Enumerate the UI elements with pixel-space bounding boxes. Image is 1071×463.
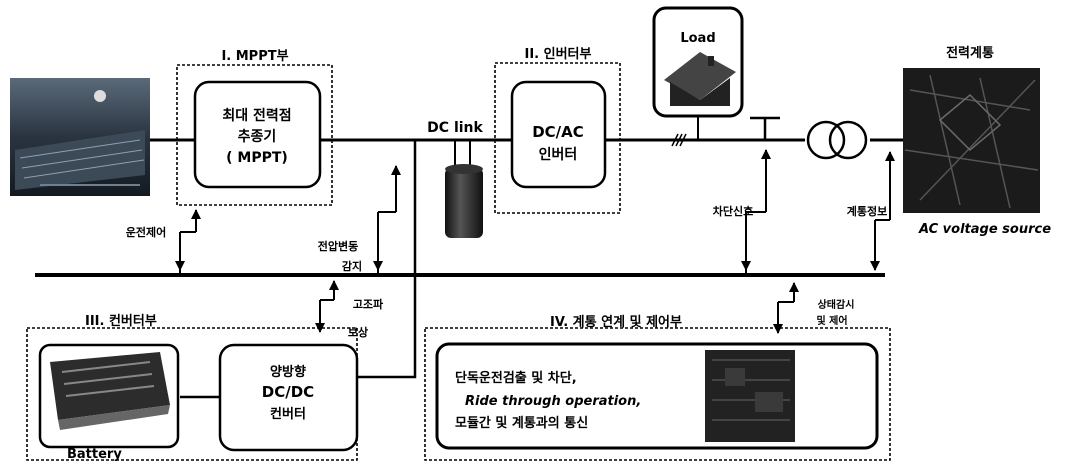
- breaker-switch: [750, 116, 780, 140]
- trip-signal-label: 차단신호: [713, 204, 753, 218]
- transformer-icon: [806, 120, 868, 160]
- dcdc-label-3: 컨버터: [270, 406, 306, 422]
- harmonic-label-1: 고조파: [353, 297, 384, 311]
- mppt-block: [193, 80, 322, 189]
- house-icon: [664, 52, 736, 106]
- power-grid-image: [903, 68, 1040, 213]
- battery-label: Battery: [67, 447, 122, 462]
- solar-panel-image: [10, 78, 150, 196]
- trip-signal-arrows: [741, 149, 771, 273]
- control-text-3: 모듈간 및 계통과의 통신: [455, 415, 588, 431]
- dcac-label-2: 인버터: [539, 146, 578, 163]
- mppt-label-2: 추종기: [238, 129, 277, 145]
- dc-link-label: DC link: [427, 120, 483, 136]
- status-label-2: 및 제어: [816, 314, 847, 327]
- harmonic-label-2: 보상: [348, 325, 368, 339]
- controller-board-image: [705, 350, 795, 442]
- status-label-1: 상태감시: [818, 298, 855, 311]
- voltage-monitor-label-2: 감지: [342, 259, 362, 273]
- converter-section-title: III. 컨버터부: [85, 313, 157, 329]
- dcdc-block: [218, 343, 359, 452]
- grid-info-arrows: [870, 151, 895, 271]
- dcac-label-1: DC/AC: [532, 123, 584, 141]
- voltage-monitor-arrows: [373, 165, 401, 273]
- dcac-block: [510, 80, 607, 189]
- grid-info-label: 계통정보: [847, 204, 887, 218]
- operation-control-arrows: [175, 209, 201, 273]
- voltage-monitor-label-1: 전압변동: [318, 239, 358, 253]
- control-text-1: 단독운전검출 및 차단,: [455, 370, 577, 386]
- mppt-label-3: ( MPPT): [226, 150, 288, 166]
- ac-source-label: AC voltage source: [918, 222, 1051, 237]
- grid-title: 전력계통: [946, 45, 994, 61]
- battery-pack-image: [50, 352, 170, 430]
- inverter-section-title: II. 인버터부: [525, 46, 592, 62]
- grid-control-section-box: [424, 327, 891, 461]
- operation-control-label: 운전제어: [126, 225, 166, 239]
- control-text-2: Ride through operation,: [465, 394, 641, 409]
- dcdc-label-1: 양방향: [270, 364, 306, 380]
- mppt-section-box: [176, 64, 333, 206]
- grid-control-section-title: IV. 계통 연계 및 제어부: [550, 314, 682, 330]
- status-control-arrows: [773, 282, 799, 334]
- inverter-section-box: [494, 62, 621, 214]
- mppt-label-1: 최대 전력점: [222, 107, 291, 124]
- mppt-section-title: I. MPPT부: [221, 49, 288, 64]
- dc-link-capacitor: [445, 140, 483, 238]
- load-label: Load: [680, 31, 715, 46]
- harmonic-arrows: [315, 280, 339, 333]
- three-phase-mark: [671, 133, 687, 147]
- dcdc-label-2: DC/DC: [262, 383, 314, 401]
- converter-link-line: [357, 140, 417, 379]
